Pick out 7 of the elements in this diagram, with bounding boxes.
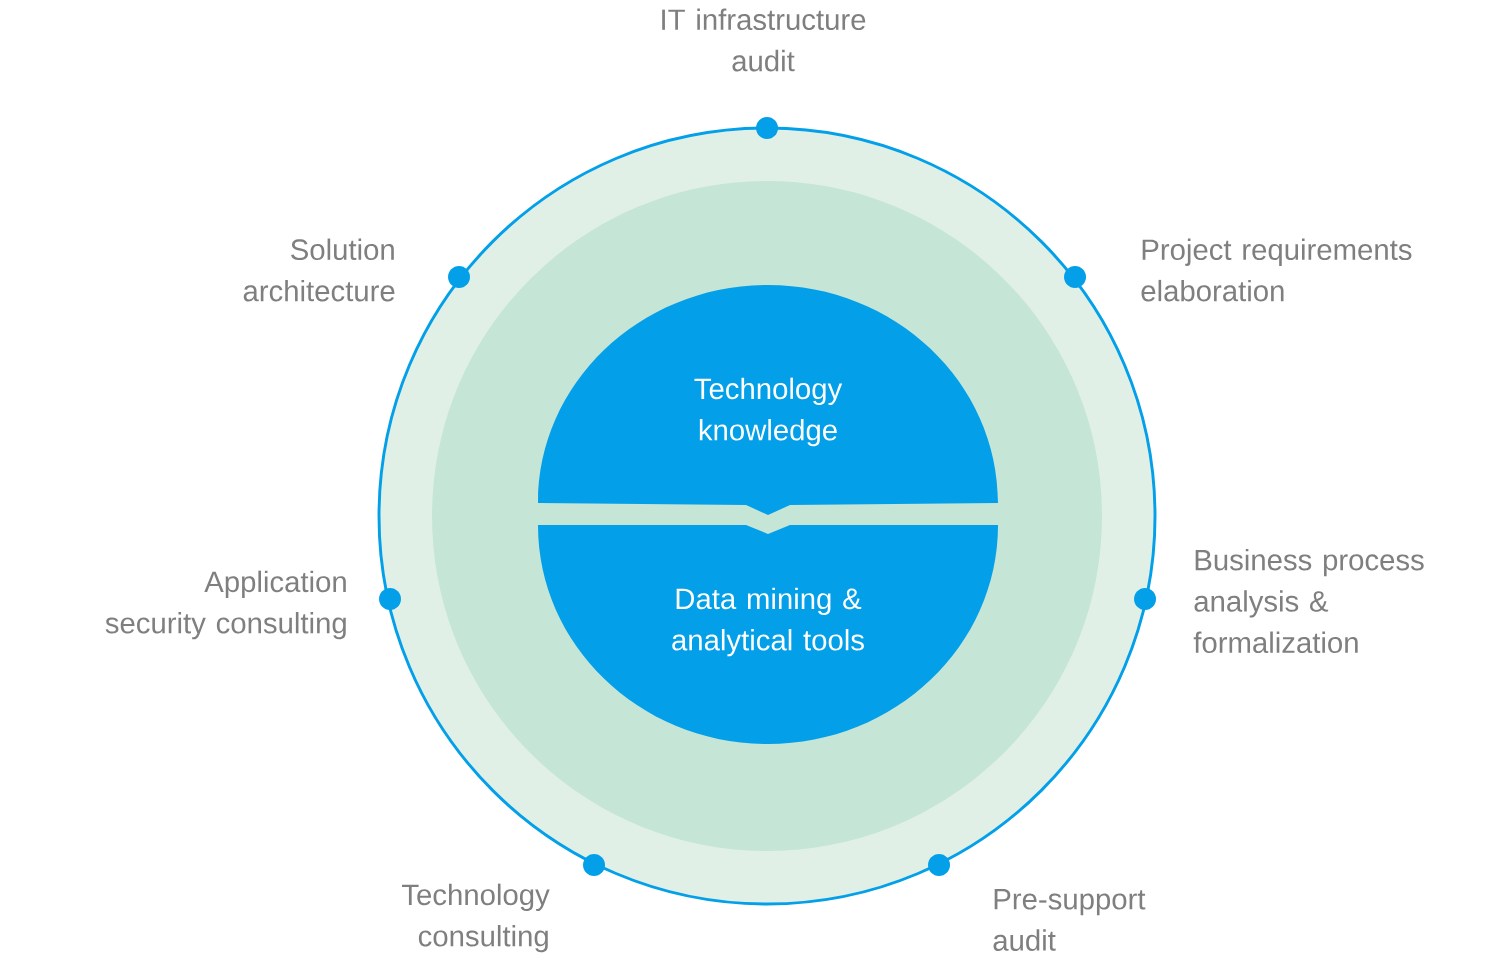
outer-label: Technology consulting [402, 883, 550, 953]
outer-label: Business process analysis & formalization [1193, 548, 1424, 654]
outer-label: IT infrastructure audit [662, 8, 866, 72]
outer-label: Pre-support audit [993, 889, 1146, 951]
outer-label: Project requirements elaboration [1141, 238, 1412, 302]
outer-label: Application security consulting [105, 570, 346, 640]
outer-label: Solution architecture [243, 238, 395, 302]
